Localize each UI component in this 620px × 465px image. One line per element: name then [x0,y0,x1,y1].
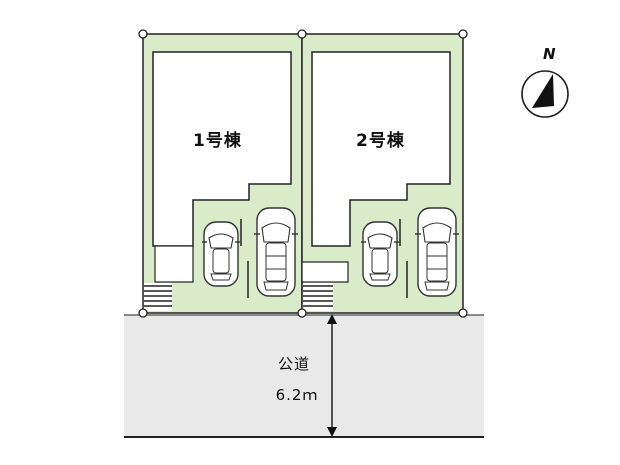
road-width-label: 6.2ｍ [275,386,319,404]
north-arrow-icon [521,70,569,118]
building-1-entrance [154,245,194,283]
stairs-icon [303,283,333,311]
car-icon [253,207,299,297]
road-area [124,315,484,438]
building-2-footprint [311,51,451,247]
stairs-icon [144,283,172,311]
road-name: 公道 [277,355,310,373]
building-1-label: 1号棟 [193,131,242,151]
compass-label: N [543,45,556,63]
building-2-label: 2号棟 [356,131,405,151]
road-width-dimension [327,314,337,437]
car-icon [201,221,241,287]
boundary-markers [138,29,468,318]
building-2-entrance [301,261,349,283]
car-icon [414,207,460,297]
car-icon [360,221,400,287]
